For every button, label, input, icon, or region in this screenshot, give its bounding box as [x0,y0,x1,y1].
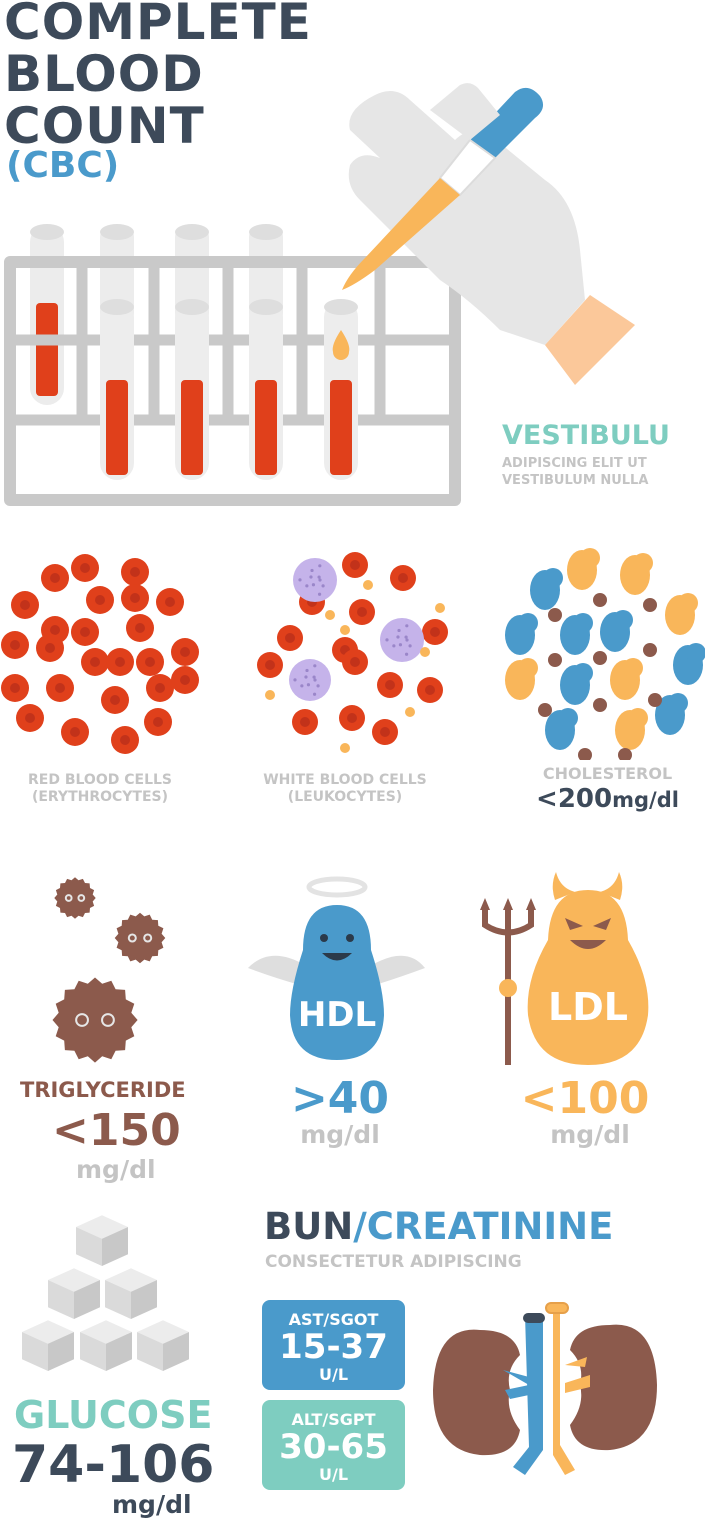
kidneys-illustration [433,1302,657,1475]
hdl-angel [248,876,425,1060]
lipid-particle [618,748,632,760]
left-kidney [433,1329,520,1456]
hdl-badge: HDL [297,995,377,1035]
artery [546,1305,575,1475]
platelet [340,625,350,635]
glucose-value: 74-106 [12,1435,215,1495]
bun-label: BUN [264,1205,354,1248]
cholesterol-value-row: <200mg/dl [510,784,705,814]
white-blood-cells-caption: WHITE BLOOD CELLS (LEUKOCYTES) [245,772,445,806]
ldl-badge: LDL [548,985,628,1029]
page-title: COMPLETE BLOOD COUNT [4,0,312,152]
platelet [340,743,350,753]
hdl-unit: mg/dl [300,1120,380,1149]
lipid-particle [548,653,562,667]
title-separator: / [353,1205,367,1248]
test-tube-illustration [4,83,635,506]
lipid-particle [593,593,607,607]
platelet [435,603,445,613]
ldl-value: <100 [520,1073,650,1124]
sugar-cube [22,1320,74,1344]
lipid-particle [643,598,657,612]
sugar-cube [137,1320,189,1344]
triglyceride-germ [54,877,96,919]
vestibulu-heading: VESTIBULU [502,420,670,451]
cholesterol-value: <200 [536,784,613,814]
title-line-1: COMPLETE [4,0,312,51]
sugar-cube [105,1268,157,1292]
lipid-particle [643,643,657,657]
red-blood-cells-cluster [1,554,199,754]
sugar-cube [80,1320,132,1344]
tube-rack [4,256,461,506]
gloved-hand-pipette [342,83,635,385]
alt-value: 30-65 [279,1427,388,1467]
platelet [363,580,373,590]
title-line-2: BLOOD [4,45,204,103]
sugar-cube [48,1268,100,1292]
white-cell [289,659,331,701]
lipid-particle [538,703,552,717]
alt-name: ALT/SGPT [291,1410,376,1429]
white-cell [380,618,424,662]
back-tubes [30,224,283,405]
triglyceride-value: <150 [52,1105,181,1156]
sugar-cubes-illustration [22,1215,189,1371]
title-line-3: COUNT [4,97,205,155]
glucose-unit: mg/dl [112,1490,192,1519]
vestibulu-subtext: ADIPISCING ELIT UT VESTIBULUM NULLA [502,455,648,489]
vestibulu-sub-line-1: ADIPISCING ELIT UT [502,456,647,471]
red-cells-line-2: (ERYTHROCYTES) [31,789,169,805]
ast-value: 15-37 [279,1327,388,1367]
lipid-particle [593,698,607,712]
platelet [405,707,415,717]
white-cells-line-2: (LEUKOCYTES) [287,789,403,805]
lipid-particle [548,608,562,622]
vestibulu-sub-line-2: VESTIBULUM NULLA [502,473,649,488]
glucose-label: GLUCOSE [14,1393,213,1437]
lipid-particle [648,693,662,707]
triglyceride-unit: mg/dl [76,1155,156,1184]
red-cells-line-1: RED BLOOD CELLS [28,772,172,788]
front-tubes [100,299,358,480]
right-kidney [570,1324,657,1451]
triglyceride-germs [52,877,166,1063]
ldl-unit: mg/dl [550,1120,630,1149]
title-abbreviation: (CBC) [6,145,120,186]
ldl-devil [480,872,649,1065]
white-cell [293,558,337,602]
white-blood-cells-cluster [257,552,448,753]
triglyceride-germ [52,977,138,1063]
triglyceride-label: TRIGLYCERIDE [20,1078,186,1102]
triglyceride-germ [114,912,166,964]
cholesterol-caption: CHOLESTEROL <200mg/dl [510,765,705,814]
cholesterol-unit: mg/dl [612,788,679,812]
lipid-particle [593,651,607,665]
white-cells-line-1: WHITE BLOOD CELLS [263,772,427,788]
hdl-value: >40 [290,1073,390,1124]
ast-unit: U/L [318,1365,349,1384]
platelet [265,690,275,700]
cholesterol-cluster [505,548,705,760]
bun-subtitle: CONSECTETUR ADIPISCING [265,1252,522,1272]
bun-creatinine-title: BUN/CREATININE [264,1205,613,1248]
lipid-characters [52,872,649,1065]
alt-panel: ALT/SGPT 30-65 U/L [262,1400,405,1490]
platelet [325,610,335,620]
alt-unit: U/L [318,1465,349,1484]
platelet [420,647,430,657]
lipid-particle [578,748,592,760]
ast-panel: AST/SGOT 15-37 U/L [262,1300,405,1390]
cholesterol-label: CHOLESTEROL [542,764,673,783]
sugar-cube [76,1215,128,1239]
ast-name: AST/SGOT [288,1310,379,1329]
cell-illustrations [1,548,705,760]
creatinine-label: CREATININE [366,1205,614,1248]
red-blood-cells-caption: RED BLOOD CELLS (ERYTHROCYTES) [0,772,200,806]
